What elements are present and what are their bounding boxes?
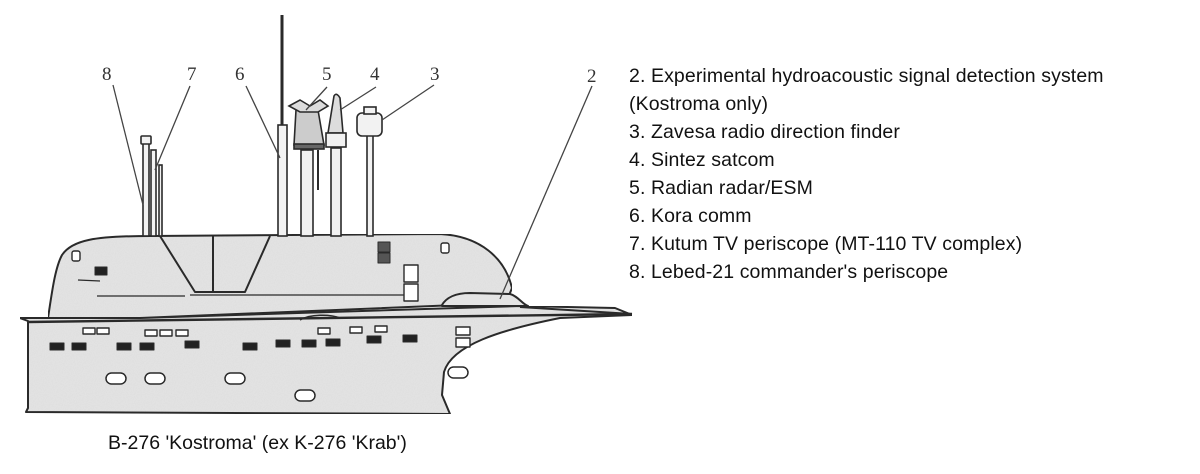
figure-caption: B-276 'Kostroma' (ex K-276 'Krab') [108, 432, 407, 454]
callout-numbers: 2 3 4 5 6 7 8 [102, 64, 597, 87]
mast-4-satcom [330, 147, 342, 237]
callout-6: 6 [235, 64, 245, 85]
callout-3: 3 [430, 64, 440, 85]
callout-8: 8 [102, 64, 112, 85]
mast-3-df [366, 133, 374, 237]
legend-item-5: 5. Radian radar/ESM [629, 177, 813, 199]
callout-2: 2 [587, 66, 597, 87]
legend-item-7: 7. Kutum TV periscope (MT-110 TV complex… [629, 233, 1023, 255]
sensor-fairing [441, 292, 529, 307]
mast-6-antenna [277, 124, 288, 237]
legend-item-4: 4. Sintez satcom [629, 149, 775, 171]
sail-fin [47, 233, 513, 319]
mast-5-radar [300, 149, 314, 237]
callout-4: 4 [370, 64, 380, 85]
hull-casing [19, 305, 633, 415]
legend-item-2-note: (Kostroma only) [629, 93, 769, 115]
legend-item-8: 8. Lebed-21 commander's periscope [629, 261, 949, 283]
legend-item-6: 6. Kora comm [629, 205, 752, 227]
mast-7-periscope [150, 149, 157, 237]
submarine-sail-diagram: 2 3 4 5 6 7 8 [19, 15, 633, 415]
callout-5: 5 [322, 64, 332, 85]
legend-item-2: 2. Experimental hydroacoustic signal det… [629, 65, 1104, 87]
callout-7: 7 [187, 64, 197, 85]
mast-8-periscope [142, 139, 150, 237]
sail-trapezoid-panel [159, 235, 271, 293]
legend-list: 2. Experimental hydroacoustic signal det… [629, 62, 1104, 286]
legend-item-3: 3. Zavesa radio direction finder [629, 121, 900, 143]
